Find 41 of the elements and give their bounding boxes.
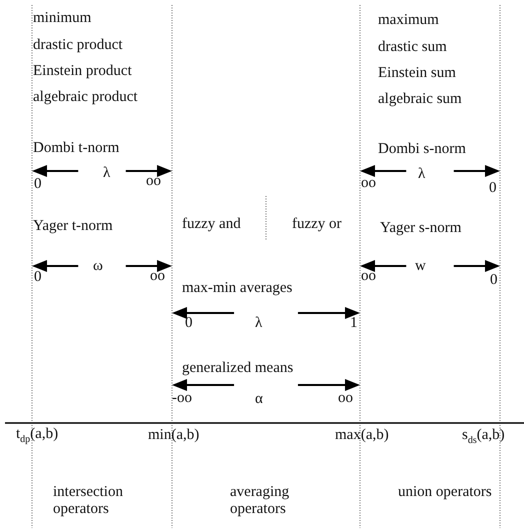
- label: oo: [150, 268, 165, 285]
- label: max-min averages: [182, 280, 292, 297]
- label: 0: [34, 176, 42, 193]
- label: 1: [350, 315, 358, 332]
- label: α: [255, 391, 263, 408]
- label: 0: [490, 272, 498, 289]
- label: t$_{dp}$(a,b): [16, 426, 58, 443]
- label: λ: [255, 315, 262, 332]
- label: λ: [418, 166, 426, 183]
- label: min(a,b): [148, 427, 200, 444]
- label: fuzzy and: [182, 216, 241, 233]
- label: algebraic sum: [378, 91, 462, 108]
- label: w: [415, 258, 426, 275]
- label: averaging operators: [230, 484, 290, 518]
- label: algebraic product: [33, 89, 138, 106]
- label: Einstein product: [33, 63, 132, 80]
- label: Einstein sum: [378, 65, 456, 82]
- label: max(a,b): [335, 427, 389, 444]
- label: oo: [361, 268, 376, 285]
- label: maximum: [378, 12, 439, 29]
- label: oo: [338, 390, 353, 407]
- label: Dombi s-norm: [378, 141, 466, 158]
- label: union operators: [398, 484, 493, 501]
- label: Yager s-norm: [380, 220, 462, 237]
- label: drastic product: [33, 37, 123, 54]
- label: s$_{ds}$(a,b): [462, 427, 505, 444]
- label: minimum: [33, 10, 92, 27]
- label: λ: [103, 165, 110, 182]
- label: Dombi t-norm: [33, 140, 120, 157]
- label: ω: [93, 258, 103, 275]
- label: oo: [146, 173, 161, 190]
- label: Yager t-norm: [33, 218, 113, 235]
- label: fuzzy or: [292, 216, 342, 233]
- label: 0: [34, 269, 42, 286]
- label: oo: [361, 175, 376, 192]
- label: 0: [185, 315, 192, 332]
- label: drastic sum: [378, 39, 447, 56]
- label: generalized means: [182, 360, 294, 377]
- label: -oo: [172, 390, 192, 407]
- label: 0: [489, 180, 496, 197]
- label: intersection operators: [53, 484, 124, 518]
